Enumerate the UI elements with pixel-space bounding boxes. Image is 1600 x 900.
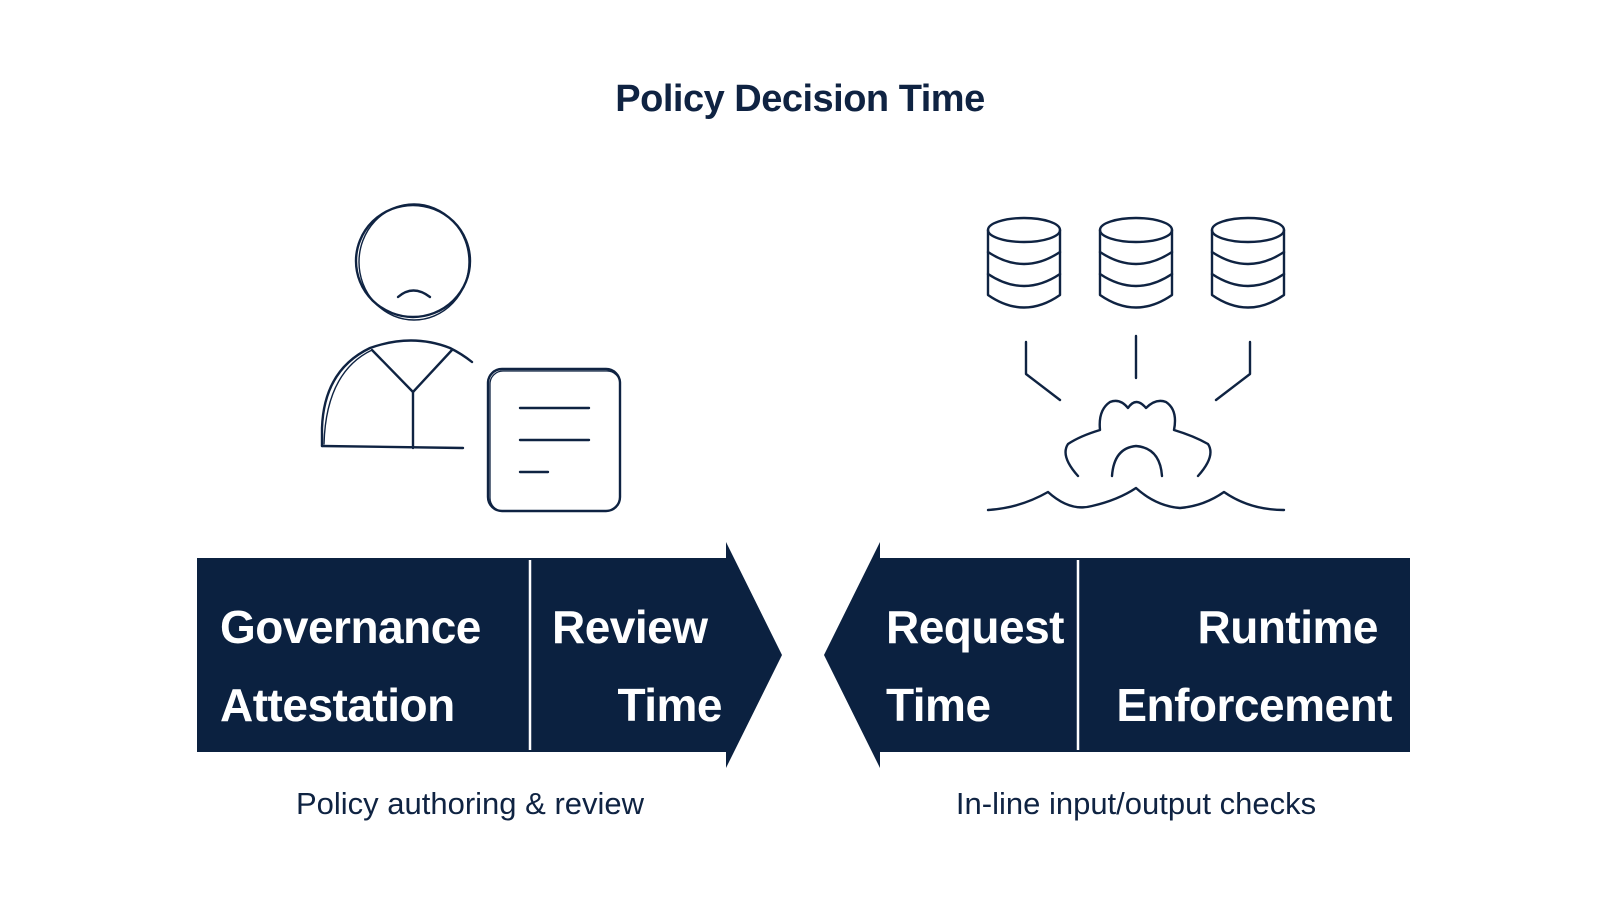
segment-label: Time: [886, 679, 991, 731]
document-icon: [486, 367, 622, 513]
segment-label: Review: [552, 601, 708, 653]
database-icon: [986, 216, 1062, 309]
left-caption: Policy authoring & review: [295, 786, 645, 821]
page-title: Policy Decision Time: [615, 78, 985, 120]
wave-line: [986, 486, 1286, 512]
left-arrow-band: [197, 542, 782, 768]
database-icon: [1210, 216, 1286, 309]
person-icon: [320, 203, 474, 450]
right-arrow-band: [824, 542, 1410, 768]
right-caption: In-line input/output checks: [955, 786, 1317, 821]
segment-label: Runtime: [1197, 601, 1379, 653]
database-icon: [1098, 216, 1174, 309]
segment-request-time: Request Time: [886, 588, 1064, 744]
connector-lines: [1024, 334, 1252, 402]
segment-label: Time: [617, 679, 722, 731]
segment-label: Governance: [220, 601, 481, 653]
segment-label: Attestation: [220, 679, 455, 731]
segment-runtime-enforcement: Runtime Enforcement: [1100, 588, 1392, 744]
segment-label: Request: [886, 601, 1064, 653]
segment-label: Enforcement: [1116, 679, 1392, 731]
segment-review-time: Review Time: [552, 588, 723, 744]
segment-governance-attestation: Governance Attestation: [220, 588, 481, 744]
gear-icon: [1064, 399, 1212, 478]
